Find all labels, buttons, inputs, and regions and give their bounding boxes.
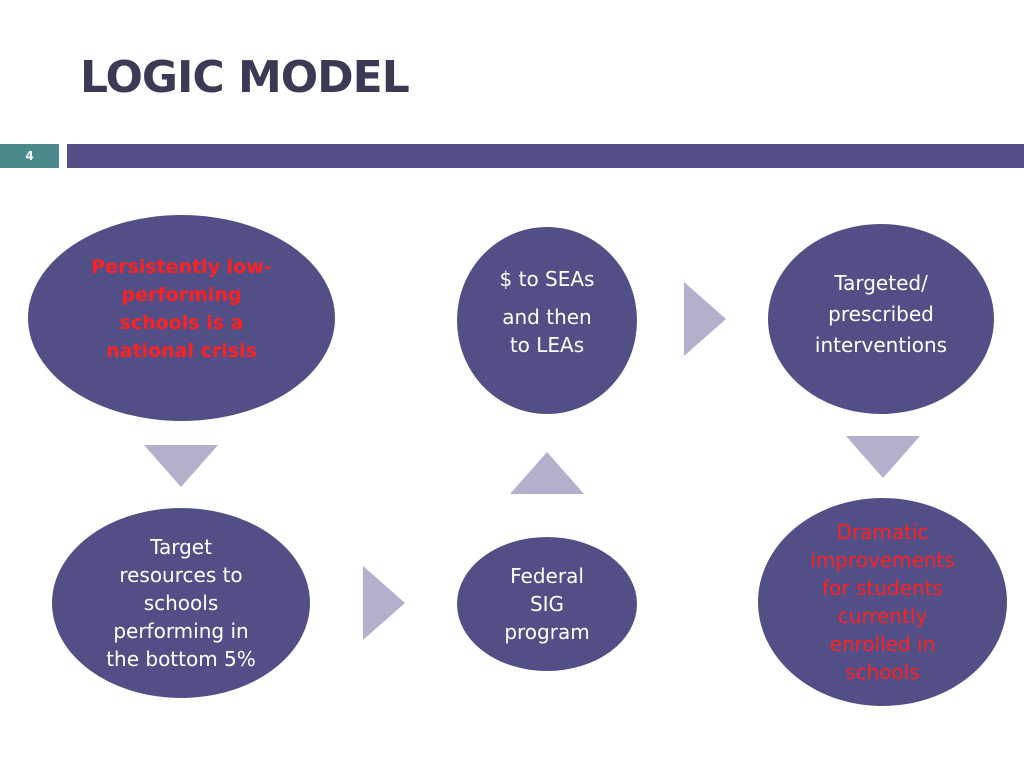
node-text-line: the bottom 5%: [106, 647, 256, 671]
header-bar: [67, 144, 1024, 168]
slide-title: LOGIC MODEL: [80, 52, 410, 103]
arrow-right-target-to-federal: [363, 566, 405, 640]
node-text-line: Targeted/: [834, 270, 928, 295]
node-text-line: $ to SEAs: [499, 266, 595, 291]
node-text-line: to LEAs: [509, 332, 585, 357]
node-text-line: program: [504, 620, 590, 644]
node-text-line: prescribed: [828, 301, 934, 326]
node-federal-sig: Federal SIG program: [457, 537, 637, 671]
node-dramatic-improvements: Dramatic improvements for students curre…: [758, 498, 1007, 706]
node-text-line: national crisis: [106, 340, 257, 362]
node-text-line: schools: [143, 591, 219, 615]
node-text-line: Target: [150, 535, 212, 559]
node-text-line: interventions: [814, 332, 948, 357]
node-text-line: currently: [837, 604, 928, 628]
node-funding-seas: $ to SEAs and then to LEAs: [457, 227, 637, 414]
node-national-crisis: Persistently low- performing schools is …: [28, 215, 335, 421]
node-text-line: Federal: [510, 564, 584, 588]
node-text-line: and then: [502, 304, 592, 329]
slide-number: 4: [0, 144, 59, 168]
arrow-right-seas-to-interventions: [684, 282, 726, 356]
arrow-up-federal-to-seas: [510, 452, 584, 494]
node-text-line: schools: [845, 660, 920, 684]
node-text-line: performing: [121, 284, 242, 306]
node-text-line: Dramatic: [836, 520, 929, 544]
node-text-line: for students: [822, 576, 943, 600]
node-text-line: improvements: [810, 548, 955, 572]
arrow-down-crisis-to-target: [144, 445, 218, 487]
node-text-line: Persistently low-: [91, 256, 272, 278]
node-target-resources: Target resources to schools performing i…: [52, 508, 310, 698]
node-interventions: Targeted/ prescribed interventions: [768, 224, 994, 414]
node-text-line: resources to: [119, 563, 243, 587]
node-text-line: schools is a: [119, 312, 244, 334]
node-text-line: enrolled in: [829, 632, 936, 656]
node-text-line: SIG: [529, 592, 565, 616]
node-text-line: performing in: [113, 619, 249, 643]
arrow-down-interventions-to-improvements: [846, 436, 920, 478]
